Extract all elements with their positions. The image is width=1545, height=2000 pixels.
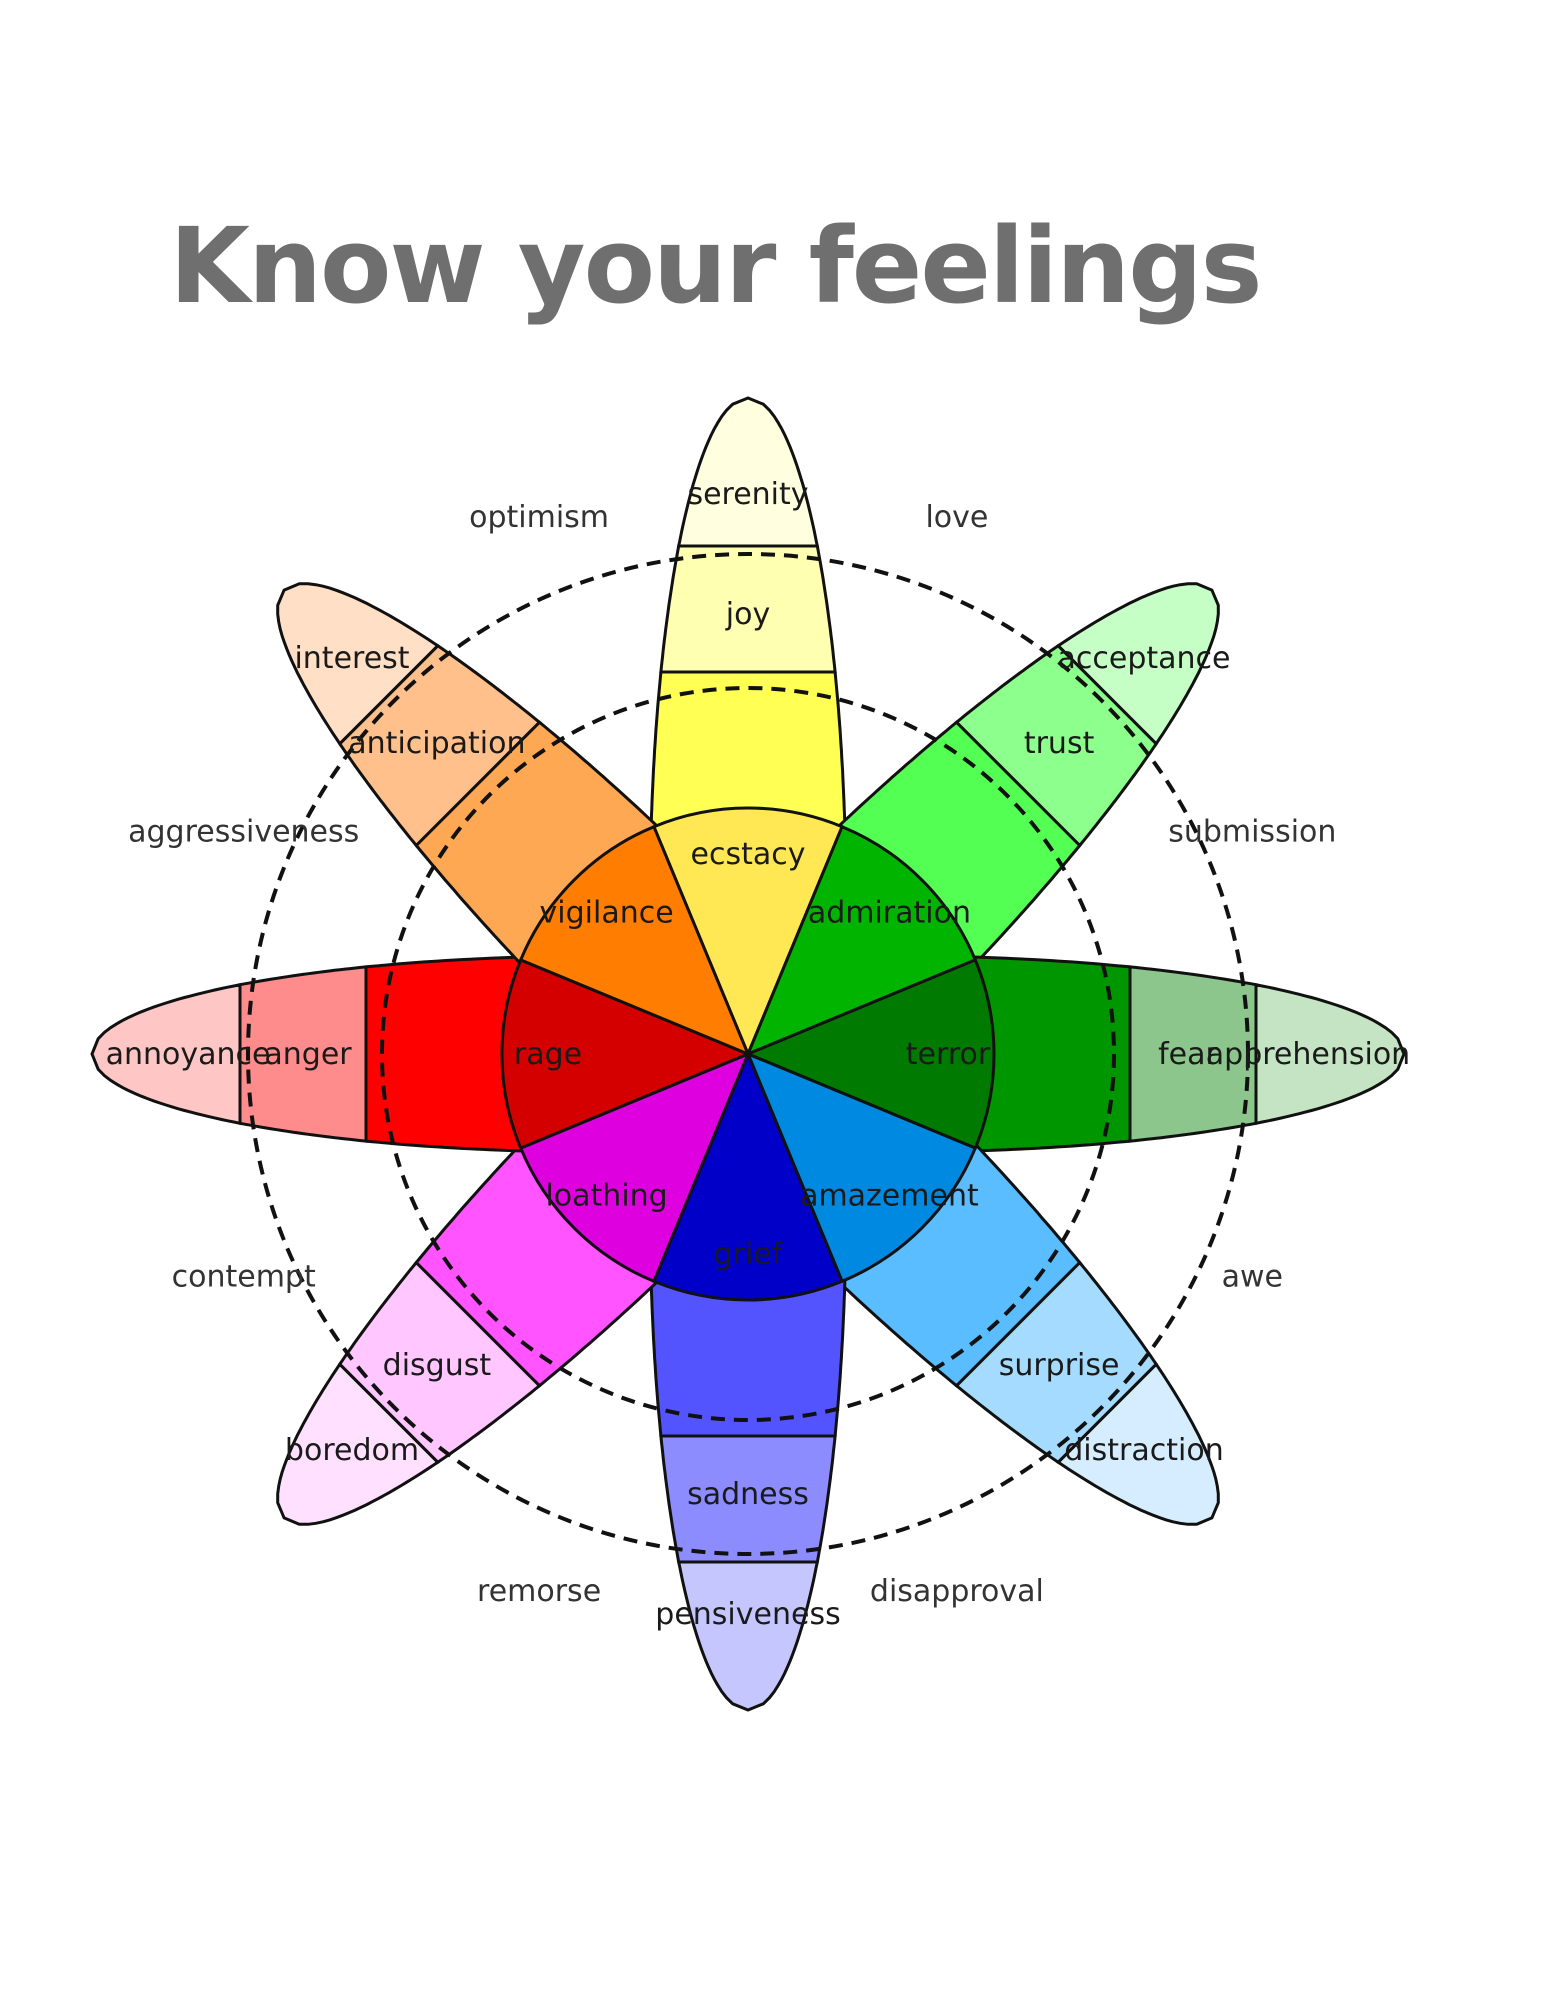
label-grief: grief	[714, 1237, 784, 1272]
label-acceptance: acceptance	[1058, 641, 1231, 676]
core-wedge-sadness	[651, 1050, 845, 1302]
petal-anticipation-tip	[276, 582, 441, 747]
dyad-remorse: remorse	[477, 1574, 601, 1609]
label-anger: anger	[264, 1037, 352, 1072]
inner-dashed-ring	[380, 686, 1116, 1422]
labels-layer: serenity joy ecstacy acceptance trust admirat…	[106, 477, 1411, 1632]
petal-trust-outer	[954, 643, 1159, 848]
page-title: Know your feelings	[169, 205, 1262, 327]
label-annoyance: annoyance	[106, 1037, 271, 1072]
dyad-love: love	[925, 500, 988, 535]
core-wedge-anticipation	[518, 824, 751, 1057]
petal-anticipation-middle	[414, 720, 659, 965]
label-joy: joy	[725, 597, 770, 632]
petal-fear-middle	[972, 955, 1132, 1153]
label-pensiveness: pensiveness	[655, 1597, 840, 1632]
dyad-contempt: contempt	[172, 1260, 316, 1295]
petal-anticipation-outer	[337, 643, 542, 848]
dyads-layer: love submission awe disapproval remorse conte…	[128, 500, 1336, 1609]
petal-trust-middle	[837, 720, 1082, 965]
petal-anger-tip	[90, 982, 242, 1126]
label-admiration: admiration	[808, 896, 971, 931]
petal-disgust-middle	[414, 1143, 659, 1388]
label-interest: interest	[294, 641, 409, 676]
petal-sadness-tip	[676, 1560, 820, 1712]
label-amazement: amazement	[800, 1178, 979, 1213]
outer-dashed-ring	[246, 552, 1250, 1556]
petal-fear-outer	[1128, 965, 1258, 1143]
dyad-aggressiveness: aggressiveness	[128, 815, 359, 850]
label-terror: terror	[906, 1037, 991, 1072]
label-apprehension: apprehension	[1206, 1037, 1410, 1072]
dyad-awe: awe	[1222, 1260, 1283, 1295]
petal-surprise-outer	[954, 1260, 1159, 1465]
core-wedge-anger	[500, 957, 752, 1151]
petal-trust-tip	[1055, 582, 1220, 747]
label-distraction: distraction	[1064, 1433, 1223, 1468]
label-surprise: surprise	[999, 1348, 1120, 1383]
petal-anger-middle	[364, 955, 524, 1153]
label-serenity: serenity	[687, 477, 808, 512]
core-wedge-surprise	[745, 1051, 978, 1284]
label-rage: rage	[514, 1037, 582, 1072]
label-vigilance: vigilance	[540, 896, 674, 931]
petal-anger-outer	[238, 965, 368, 1143]
dyad-submission: submission	[1168, 815, 1336, 850]
petal-surprise-tip	[1055, 1361, 1220, 1526]
label-loathing: loathing	[545, 1178, 667, 1213]
petal-surprise-middle	[837, 1143, 1082, 1388]
core-wedge-fear	[744, 957, 996, 1151]
core-layer	[500, 806, 996, 1302]
label-fear: fear	[1158, 1037, 1218, 1072]
petal-joy-tip	[676, 396, 820, 548]
core-wedge-trust	[745, 824, 978, 1057]
label-ecstacy: ecstacy	[691, 837, 806, 872]
petal-disgust-outer	[337, 1260, 542, 1465]
label-anticipation: anticipation	[348, 726, 525, 761]
petal-disgust-tip	[276, 1361, 441, 1526]
petals-layer	[90, 396, 1406, 1712]
label-trust: trust	[1024, 726, 1095, 761]
petal-sadness-middle	[649, 1278, 847, 1438]
petal-joy-outer	[659, 544, 837, 674]
dyad-optimism: optimism	[469, 500, 609, 535]
petal-fear-tip	[1254, 982, 1406, 1126]
petal-sadness-outer	[659, 1434, 837, 1564]
label-sadness: sadness	[687, 1477, 809, 1512]
dyad-disapproval: disapproval	[870, 1574, 1044, 1609]
label-disgust: disgust	[383, 1348, 492, 1383]
petal-joy-middle	[649, 670, 847, 830]
core-wedge-joy	[651, 806, 845, 1058]
label-boredom: boredom	[285, 1433, 419, 1468]
core-wedge-disgust	[518, 1051, 751, 1284]
